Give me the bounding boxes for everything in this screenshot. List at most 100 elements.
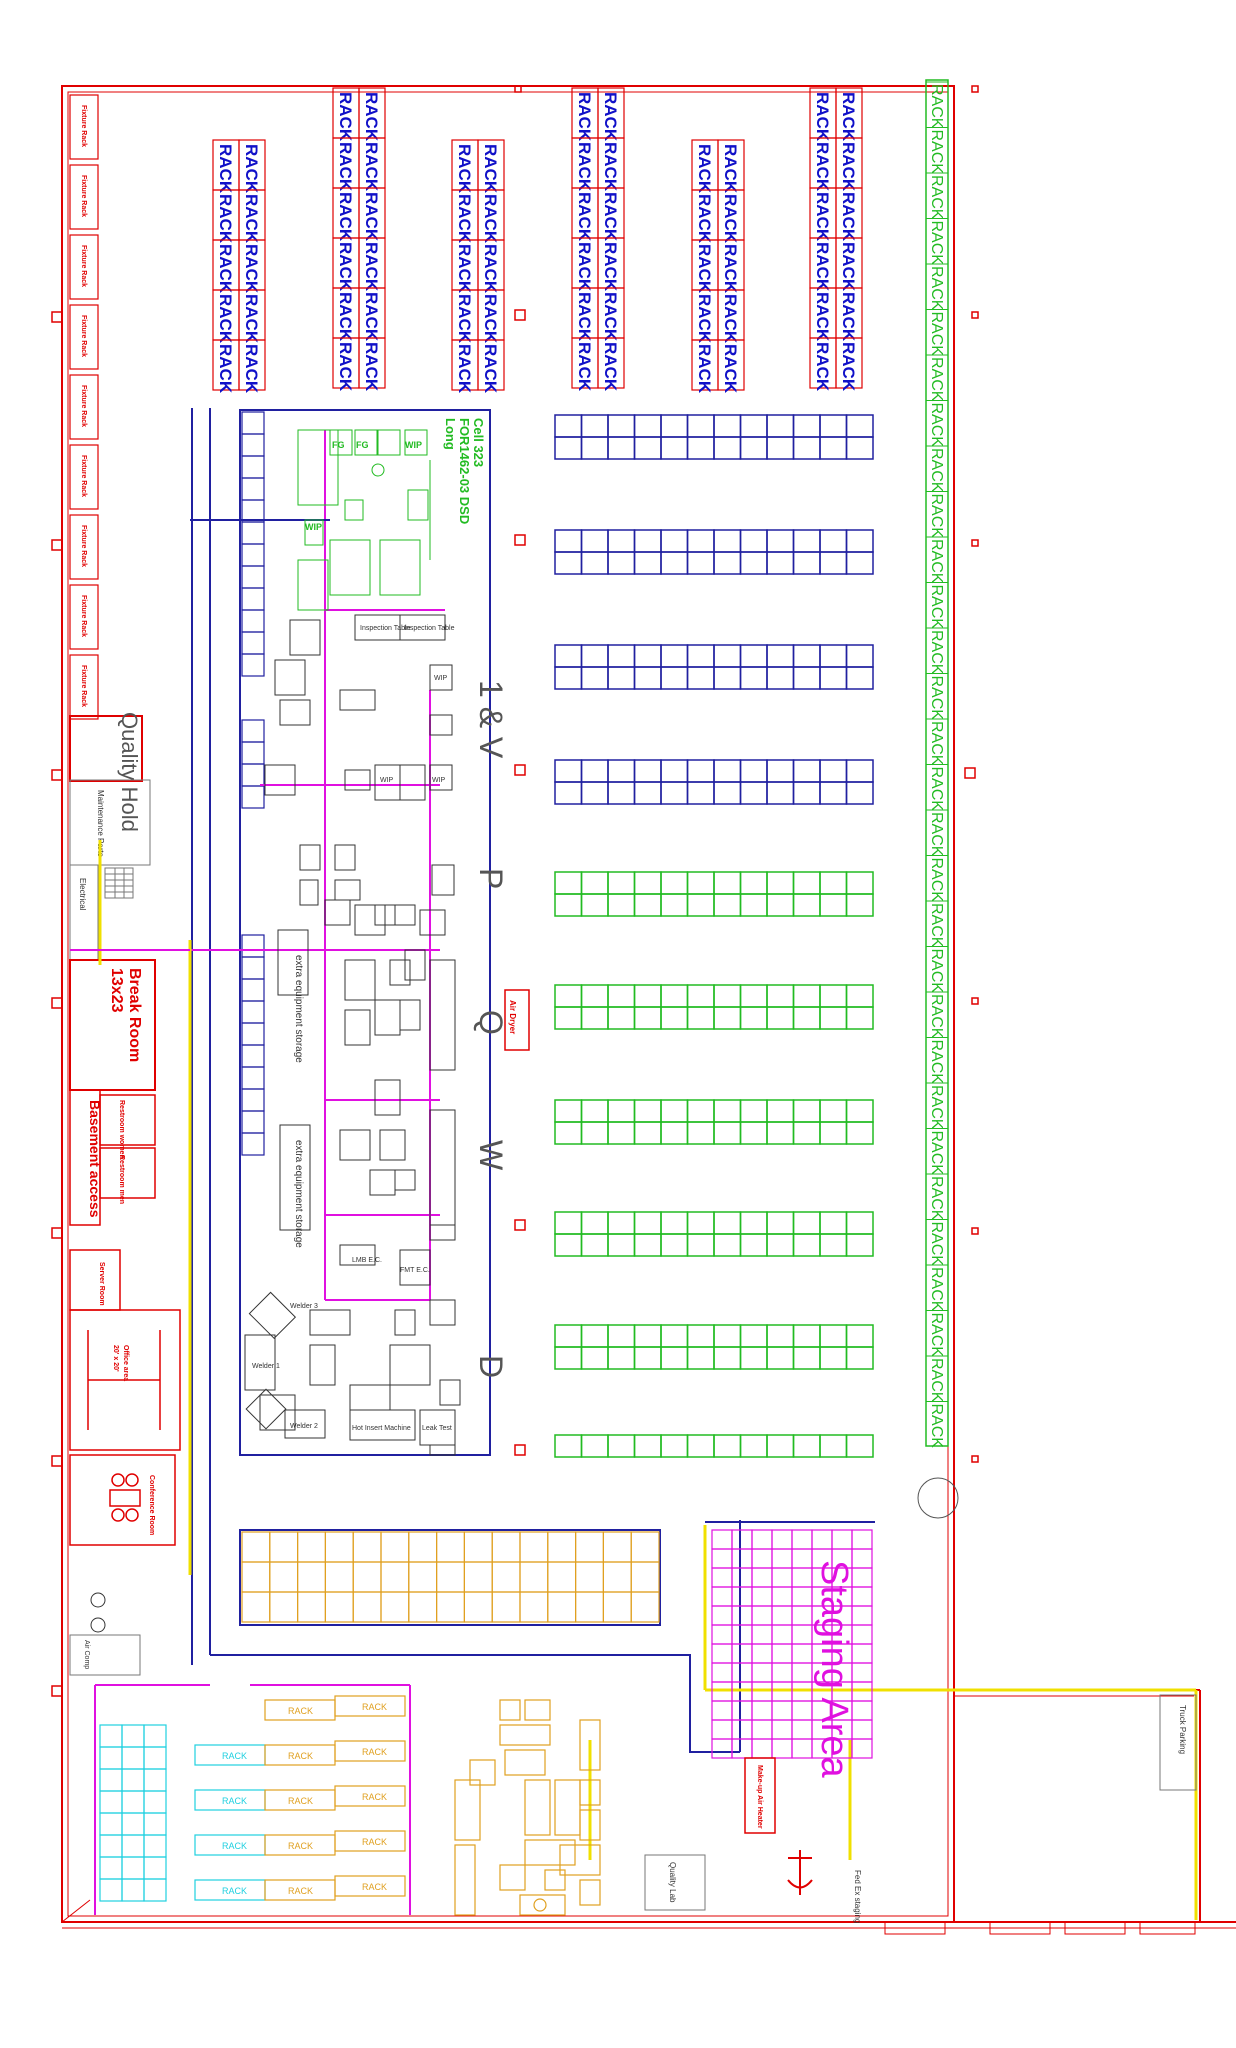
cyan-rack-label: RACK	[222, 1796, 247, 1806]
green-rack-label: RACK	[928, 949, 945, 994]
rack-label: RACK	[481, 194, 500, 244]
rack-label: RACK	[839, 92, 858, 142]
inspection-table-2-label: Inspection Table	[404, 625, 455, 632]
zone-d-label: D	[473, 1355, 509, 1378]
cyan-rack-label: RACK	[222, 1751, 247, 1761]
wip-label-3: WIP	[432, 777, 446, 784]
cell-label: Cell 323 FOR1462-03 DSD Long	[443, 418, 486, 524]
rack-label: RACK	[336, 192, 355, 242]
grid-rack	[554, 1211, 874, 1257]
rack-label: RACK	[575, 142, 594, 192]
rack-label: RACK	[216, 144, 235, 194]
fixture-rack	[69, 514, 99, 580]
rack-label: RACK	[242, 344, 261, 394]
inspection-table-label: Inspection Table	[360, 625, 411, 632]
quality-lab-label: Quality Lab	[668, 1862, 677, 1903]
green-rack-label: RACK	[928, 403, 945, 448]
fixture-rack-label: Fixture Rack	[80, 315, 87, 357]
welder-1-label: Welder 1	[252, 1363, 280, 1370]
break-room-label: Break Room	[126, 968, 143, 1062]
rack-cell	[238, 339, 266, 391]
rack-label: RACK	[695, 244, 714, 294]
svg-text:WIP: WIP	[405, 440, 422, 450]
left-rooms: Quality Hold Maintenance Parts Electrica…	[69, 712, 181, 1676]
rack-label: RACK	[362, 292, 381, 342]
staging-area-grid	[711, 1529, 873, 1759]
rack-label: RACK	[575, 342, 594, 392]
orange-rack-label: RACK	[288, 1706, 313, 1716]
green-rack-column: RACKRACKRACKRACKRACKRACKRACKRACKRACKRACK…	[925, 79, 949, 1448]
rack-label: RACK	[455, 194, 474, 244]
rack-cell	[597, 337, 625, 389]
rack-label: RACK	[839, 242, 858, 292]
rack-label: RACK	[695, 194, 714, 244]
grid-rack	[554, 1434, 874, 1458]
fixture-rack-label: Fixture Rack	[80, 105, 87, 147]
anchor-symbol	[787, 1850, 813, 1895]
grid-rack-rows	[554, 414, 874, 1458]
rack-label: RACK	[362, 142, 381, 192]
rack-label: RACK	[695, 344, 714, 394]
green-rack-label: RACK	[928, 130, 945, 175]
rack-label: RACK	[575, 92, 594, 142]
orange-rack-label: RACK	[288, 1751, 313, 1761]
green-rack-label: RACK	[928, 767, 945, 812]
cell-label-line2: FOR1462-03 DSD	[457, 418, 472, 524]
rack-label: RACK	[362, 242, 381, 292]
rack-label: RACK	[601, 92, 620, 142]
maintenance-parts-label: Maintenance Parts	[96, 790, 105, 857]
zone-w-label: W	[473, 1140, 509, 1171]
fixture-rack	[69, 94, 99, 160]
truck-parking-label: Truck Parking	[1178, 1705, 1187, 1754]
rack-label: RACK	[481, 244, 500, 294]
green-rack-label: RACK	[928, 812, 945, 857]
rack-label: RACK	[242, 294, 261, 344]
green-rack-label: RACK	[928, 84, 945, 129]
rack-label: RACK	[601, 242, 620, 292]
rack-label: RACK	[336, 92, 355, 142]
green-rack-label: RACK	[928, 903, 945, 948]
rack-label: RACK	[839, 142, 858, 192]
green-rack-label: RACK	[928, 1085, 945, 1130]
rack-label: RACK	[455, 344, 474, 394]
basement-access-label: Basement access	[87, 1100, 103, 1218]
wip-label-2: WIP	[380, 777, 394, 784]
wip-label: WIP	[434, 675, 448, 682]
rack-label: RACK	[242, 144, 261, 194]
svg-text:FG: FG	[332, 440, 345, 450]
restroom-men-label: Restroom men	[118, 1155, 125, 1204]
rack-cell	[358, 337, 386, 389]
grid-rack	[554, 871, 874, 917]
rack-label: RACK	[216, 194, 235, 244]
extra-storage-label-2: extra equipment storage	[293, 1140, 304, 1248]
fixture-rack	[69, 584, 99, 650]
rack-label: RACK	[336, 342, 355, 392]
green-rack-label: RACK	[928, 1176, 945, 1221]
rack-label: RACK	[362, 192, 381, 242]
green-rack-label: RACK	[928, 539, 945, 584]
fedex-staging-label: Fed Ex staging	[853, 1870, 862, 1923]
green-rack-label: RACK	[928, 266, 945, 311]
orange-grid-racks	[239, 1529, 661, 1626]
rack-label: RACK	[813, 342, 832, 392]
cyan-grid	[99, 1724, 167, 1902]
orange-rack-label: RACK	[362, 1747, 387, 1757]
fixture-rack-label: Fixture Rack	[80, 385, 87, 427]
zone-letters: 1 & V P Q W D	[473, 680, 509, 1378]
fixture-rack	[69, 444, 99, 510]
makeup-heater-label: Make-up Air Heater	[756, 1765, 763, 1829]
rack-label: RACK	[813, 192, 832, 242]
fixture-rack	[69, 164, 99, 230]
fixture-rack-label: Fixture Rack	[80, 665, 87, 707]
rack-label: RACK	[601, 342, 620, 392]
rack-label: RACK	[813, 142, 832, 192]
fixture-rack-label: Fixture Rack	[80, 175, 87, 217]
rack-cell	[717, 339, 745, 391]
rack-label: RACK	[575, 242, 594, 292]
orange-rack-label: RACK	[288, 1796, 313, 1806]
cyan-rack-label: RACK	[222, 1886, 247, 1896]
orange-rack-label: RACK	[362, 1702, 387, 1712]
